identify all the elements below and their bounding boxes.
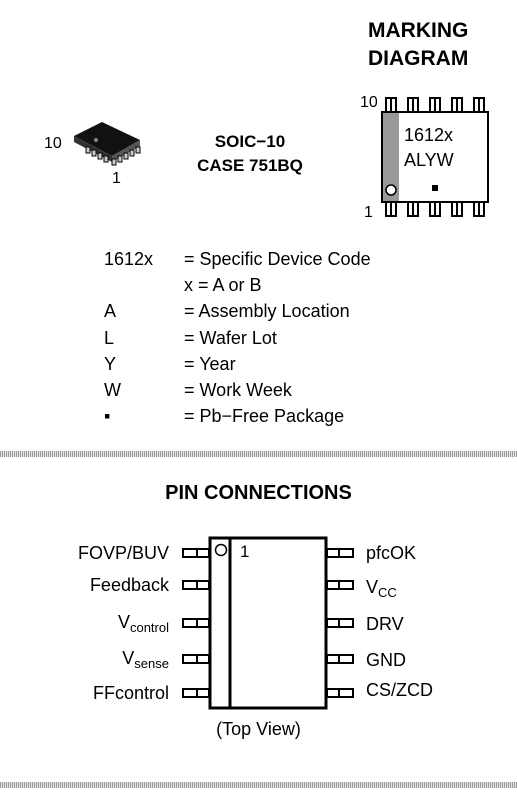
pin-label-pfcok: pfcOK: [366, 543, 416, 566]
pin-subscript: control: [129, 620, 169, 635]
pin-name: V: [122, 648, 135, 668]
package-pin-10-label: 10: [44, 135, 62, 152]
pin-label-vcc: VCC: [366, 577, 397, 600]
marking-title-line1: MARKING: [368, 19, 469, 42]
legend-code: 1612x: [104, 249, 154, 269]
pin-label-ffcontrol: FFcontrol: [0, 683, 169, 706]
pin-name: FFcontrol: [92, 683, 169, 703]
legend-row: L = Wafer Lot: [104, 325, 371, 351]
pin-name: FOVP/BUV: [77, 543, 169, 563]
legend-code: Y: [104, 353, 117, 374]
pin-name: GND: [366, 650, 406, 670]
chip-pin-10-label: 10: [360, 94, 378, 111]
legend-row: x = A or B: [104, 272, 371, 298]
package-pin-1-label: 1: [112, 170, 121, 187]
chip-marking-line2: ALYW: [404, 150, 454, 170]
soic-package-illustration: [74, 122, 141, 166]
pin-connections-title: PIN CONNECTIONS: [165, 482, 352, 504]
pin-label-cs-zcd: CS/ZCD: [366, 680, 433, 703]
legend-row: A = Assembly Location: [104, 298, 371, 324]
pin-name: pfcOK: [366, 543, 417, 563]
legend-code: A: [104, 301, 117, 322]
chip-pin-1-label: 1: [364, 204, 373, 221]
pin-1-label: 1: [240, 542, 250, 561]
pin-label-fovp-buv: FOVP/BUV: [0, 543, 169, 566]
pin-subscript: sense: [134, 656, 169, 671]
legend-row: ▪ = Pb−Free Package: [104, 403, 371, 429]
pin-subscript: CC: [378, 585, 397, 600]
legend-desc: = Pb−Free Package: [184, 406, 345, 427]
legend-row: W = Work Week: [104, 377, 371, 403]
legend-desc: = Specific Device Code: [184, 249, 371, 269]
legend-code: [104, 272, 184, 298]
package-type: SOIC−10: [214, 132, 286, 151]
legend-code: W: [104, 380, 121, 401]
legend-desc: x = A or B: [184, 275, 262, 296]
pin-name: V: [117, 612, 130, 632]
marking-title-line2: DIAGRAM: [368, 47, 469, 70]
legend-code: ▪: [104, 406, 111, 427]
bottom-divider: [0, 782, 517, 788]
pin-name: Feedback: [89, 575, 169, 595]
legend: 1612x = Specific Device Code x = A or B A…: [104, 246, 371, 429]
package-case: CASE 751BQ: [197, 156, 303, 175]
pinout-chip-outline: [182, 536, 354, 710]
top-view-caption: (Top View): [216, 719, 301, 739]
legend-row: 1612x = Specific Device Code: [104, 246, 371, 272]
pin-name: DRV: [366, 614, 404, 634]
legend-code: L: [104, 327, 115, 348]
section-divider: [0, 451, 517, 457]
pin-label-vsense: Vsense: [0, 648, 169, 671]
pin-label-drv: DRV: [366, 614, 404, 637]
chip-marking-line1: 1612x: [404, 125, 454, 145]
marking-title: MARKING DIAGRAM: [368, 17, 468, 73]
legend-row: Y = Year: [104, 351, 371, 377]
legend-desc: = Year: [184, 353, 236, 374]
legend-desc: = Assembly Location: [184, 301, 350, 322]
pb-free-dot-icon: [432, 185, 438, 191]
pin-label-gnd: GND: [366, 650, 406, 673]
legend-desc: = Work Week: [184, 380, 292, 401]
legend-desc: = Wafer Lot: [184, 327, 277, 348]
pin-name: V: [366, 577, 379, 597]
pin-name: CS/ZCD: [366, 680, 433, 700]
pin-label-feedback: Feedback: [0, 575, 169, 598]
pin-label-vcontrol: Vcontrol: [0, 612, 169, 635]
package-name: SOIC−10 CASE 751BQ: [170, 130, 330, 178]
